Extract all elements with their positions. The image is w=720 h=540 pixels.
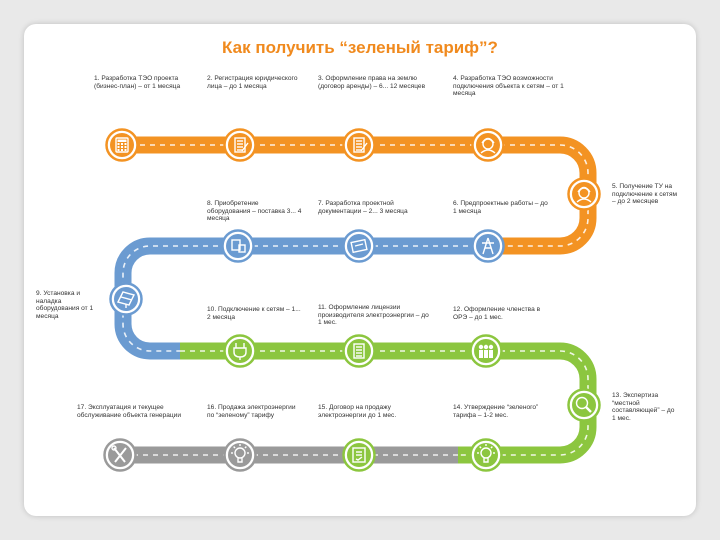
step-15-label: 15. Договор на продажу электроэнергии до… — [318, 404, 397, 419]
step-2-node — [223, 128, 257, 162]
step-1-label: 1. Разработка ТЭО проекта (бизнес-план) … — [94, 75, 181, 90]
step-6-label: 6. Предпроектные работы – до 1 месяца — [453, 200, 548, 215]
step-11-label: 11. Оформление лицензии производителя эл… — [318, 304, 429, 327]
step-9-label: 9. Установка и наладка оборудования от 1… — [36, 290, 94, 320]
step-6-node — [471, 229, 505, 263]
step-15-node — [342, 438, 376, 472]
step-13-node — [567, 388, 601, 422]
magnifier-icon — [575, 396, 592, 413]
step-14-label: 14. Утверждение “зеленого” тарифа – 1-2 … — [453, 404, 539, 419]
road-blue — [114, 237, 488, 360]
license-icon — [353, 343, 365, 359]
step-1-node — [105, 128, 139, 162]
tools-icon — [111, 445, 127, 463]
lightbulb-icon — [477, 444, 495, 463]
step-10-label: 10. Подключение к сетям – 1... 2 месяца — [207, 306, 301, 321]
road-orange — [110, 136, 597, 255]
step-2-label: 2. Регистрация юридического лица – до 1 … — [207, 75, 298, 90]
step-11-node — [342, 334, 376, 368]
plug-icon — [233, 343, 247, 360]
step-3-label: 3. Оформление права на землю (договор ар… — [318, 75, 426, 90]
step-5-node — [567, 177, 601, 211]
power-tower-icon — [482, 237, 494, 255]
step-13-label: 13. Экспертиза “местной составляющей” – … — [612, 392, 675, 422]
page-title: Как получить “зеленый тариф”? — [222, 38, 498, 57]
people-icon — [478, 344, 494, 358]
step-12-label: 12. Оформление членства в ОРЭ – до 1 мес… — [453, 306, 541, 321]
step-12-node — [469, 334, 503, 368]
step-5-label: 5. Получение ТУ на подключение к сетям –… — [612, 183, 678, 206]
step-16-label: 16. Продажа электроэнергии по “зеленому”… — [207, 404, 296, 419]
engineer-icon — [480, 137, 496, 154]
step-7-node — [342, 229, 376, 263]
blueprint-icon — [350, 238, 368, 254]
step-17-label: 17. Эксплуатация и текущее обслуживание … — [77, 404, 182, 419]
document-sign-icon — [234, 137, 249, 153]
step-17-node — [103, 438, 137, 472]
step-14-node — [469, 438, 503, 472]
step-9-node — [109, 282, 143, 316]
handshake-icon — [352, 447, 366, 463]
road-orange-dashes — [110, 144, 589, 247]
equipment-icon — [231, 239, 246, 253]
step-8-label: 8. Приобретение оборудования – поставка … — [207, 200, 302, 223]
step-3-node — [342, 128, 376, 162]
road-blue-dashes — [122, 245, 488, 352]
solar-panel-icon — [116, 291, 136, 308]
contract-icon — [353, 137, 368, 153]
bulb-sale-icon — [231, 444, 249, 463]
step-4-label: 4. Разработка ТЭО возможности подключени… — [453, 75, 564, 98]
step-7-label: 7. Разработка проектной документации – 2… — [318, 200, 408, 215]
worker-icon — [576, 186, 592, 203]
road-green-dashes — [180, 350, 589, 456]
step-8-node — [221, 229, 255, 263]
calculator-icon — [115, 137, 129, 153]
step-4-node — [471, 128, 505, 162]
step-16-node — [223, 438, 257, 472]
step-10-node — [223, 334, 257, 368]
